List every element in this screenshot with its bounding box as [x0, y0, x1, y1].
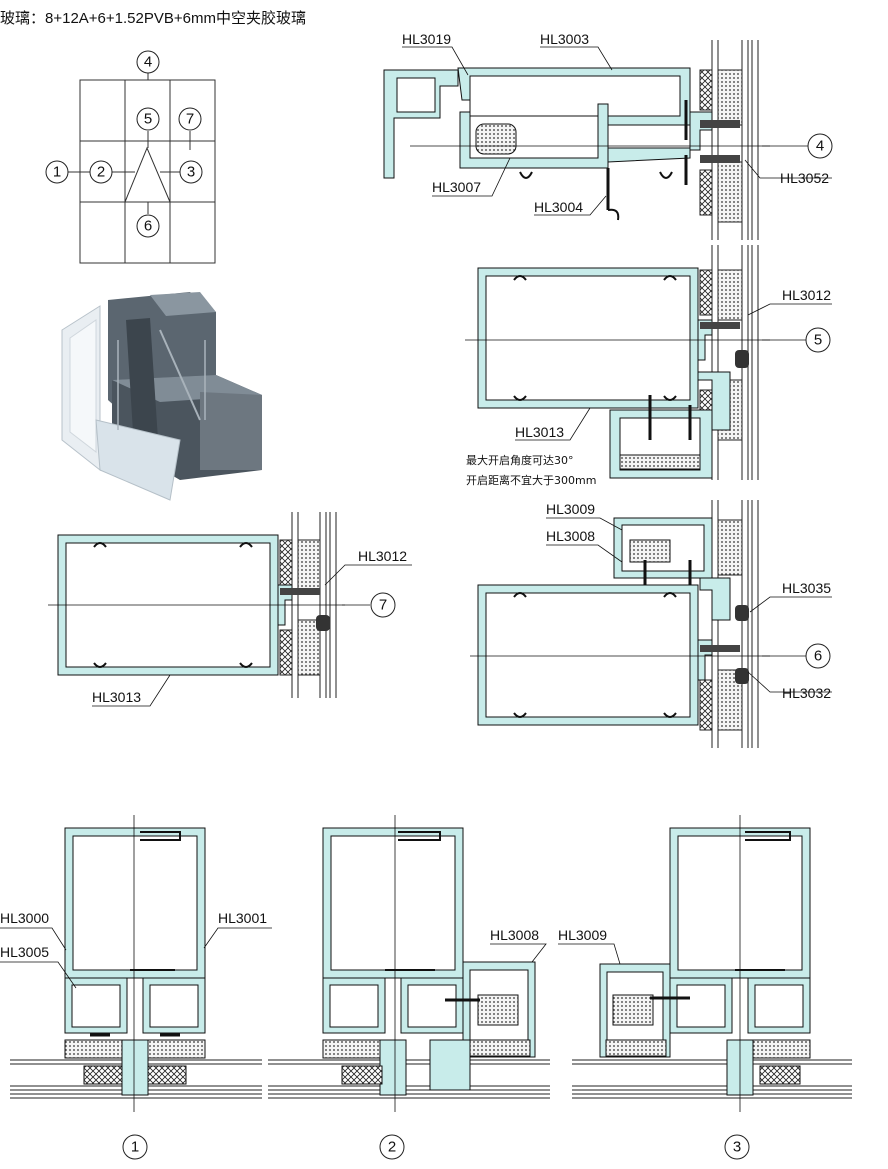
section-1-detail: HL3000 HL3005 HL3001 1: [0, 815, 272, 1160]
key-marker-5: 5: [136, 107, 160, 131]
section-5-detail: HL3012 HL3013 最大开启角度可达30° 开启距离不宜大于300mm …: [465, 245, 832, 487]
note-open-distance: 开启距离不宜大于300mm: [466, 473, 596, 487]
label-hl3035: HL3035: [782, 580, 831, 596]
section-marker-1: 1: [122, 1134, 148, 1160]
section-3-detail: HL3009 3: [558, 815, 852, 1160]
section-marker-5: 5: [805, 327, 831, 353]
svg-text:4: 4: [144, 54, 152, 71]
key-marker-4: 4: [136, 50, 160, 74]
svg-text:1: 1: [131, 1139, 139, 1156]
note-max-angle: 最大开启角度可达30°: [466, 453, 574, 467]
label-hl3008-a: HL3008: [546, 528, 595, 544]
label-hl3032: HL3032: [782, 685, 831, 701]
label-hl3005: HL3005: [0, 944, 49, 960]
svg-text:2: 2: [97, 164, 105, 181]
key-plan-markers: 4 5 7 1 2 3 6: [45, 50, 203, 238]
label-hl3013-a: HL3013: [515, 424, 564, 440]
svg-text:5: 5: [814, 332, 822, 349]
svg-text:1: 1: [53, 164, 61, 181]
label-hl3001: HL3001: [218, 910, 267, 926]
key-marker-2: 2: [89, 160, 113, 184]
label-hl3012-b: HL3012: [358, 548, 407, 564]
svg-text:3: 3: [187, 164, 195, 181]
svg-text:7: 7: [379, 597, 387, 614]
section-7-detail: HL3012 HL3013 7: [48, 512, 412, 707]
svg-text:7: 7: [186, 111, 194, 128]
section-6-detail: HL3009 HL3008 HL3035 HL3032 6: [470, 500, 832, 748]
label-hl3009-a: HL3009: [546, 501, 595, 517]
svg-text:3: 3: [733, 1139, 741, 1156]
section-2-detail: HL3008 2: [268, 815, 550, 1160]
label-hl3052: HL3052: [780, 170, 829, 186]
section-4-detail: HL3019 HL3003 HL3052 HL3007 HL3004 4: [383, 31, 833, 240]
page-title: 玻璃：8+12A+6+1.52PVB+6mm中空夹胶玻璃: [0, 10, 306, 27]
svg-text:6: 6: [144, 218, 152, 235]
label-hl3003: HL3003: [540, 31, 589, 47]
label-hl3012-a: HL3012: [782, 287, 831, 303]
profile-3d-render: [61, 292, 262, 501]
label-hl3008-b: HL3008: [490, 927, 539, 943]
key-marker-3: 3: [179, 160, 203, 184]
label-hl3019: HL3019: [402, 31, 451, 47]
key-plan: [68, 73, 216, 264]
key-marker-6: 6: [136, 214, 160, 238]
svg-text:6: 6: [814, 648, 822, 665]
label-hl3007: HL3007: [432, 179, 481, 195]
label-hl3009-b: HL3009: [558, 927, 607, 943]
svg-text:5: 5: [144, 111, 152, 128]
svg-text:4: 4: [816, 138, 824, 155]
section-marker-3: 3: [724, 1134, 750, 1160]
key-marker-1: 1: [45, 160, 69, 184]
key-marker-7: 7: [178, 107, 202, 131]
label-hl3004: HL3004: [534, 199, 583, 215]
svg-text:2: 2: [388, 1139, 396, 1156]
section-marker-4: 4: [807, 133, 833, 159]
section-marker-2: 2: [379, 1134, 405, 1160]
section-marker-6: 6: [805, 643, 831, 669]
label-hl3013-b: HL3013: [92, 689, 141, 705]
label-hl3000: HL3000: [0, 910, 49, 926]
section-marker-7: 7: [370, 592, 396, 618]
